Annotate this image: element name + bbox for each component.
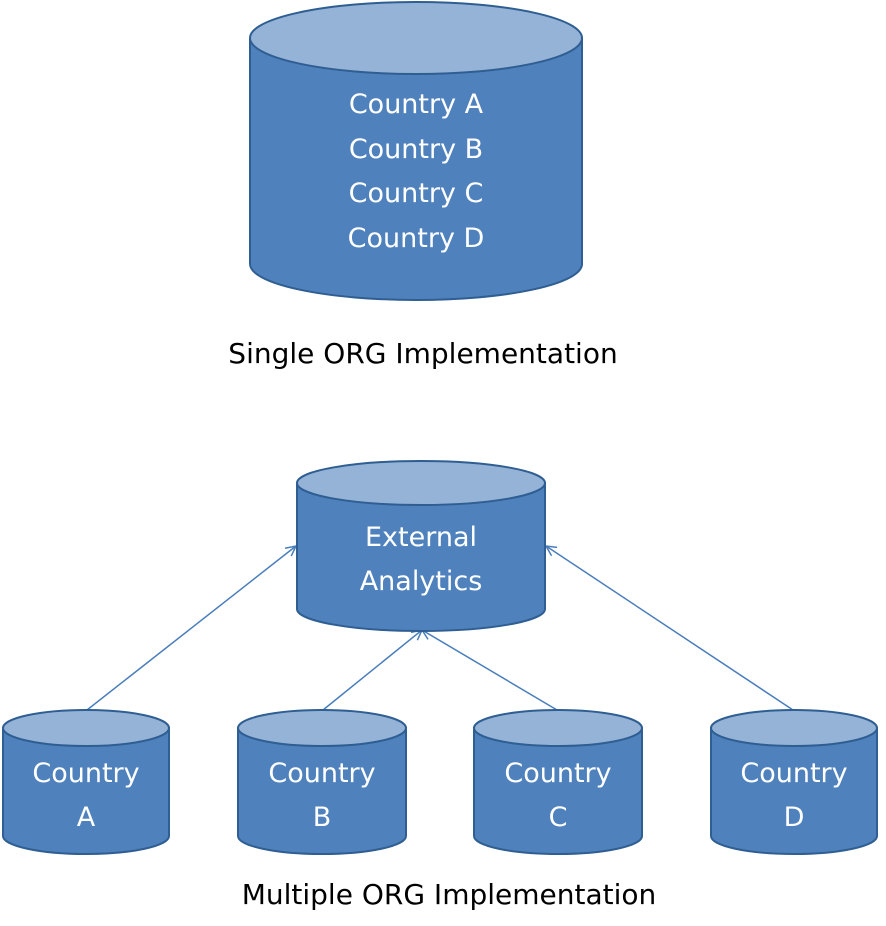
country-a-top [2,709,170,747]
country-a-body [2,727,170,855]
hub-top [296,460,546,506]
country-a-label-line-1: Country [32,758,139,789]
country-c-label-line-1: Country [504,758,611,789]
country-b-top [237,709,407,747]
cylinder-label-country-a: Country A [349,89,484,120]
hub-body [296,482,546,632]
country-c-body [473,727,643,855]
arrow-country-b-to-hub [322,630,422,711]
country-b-cylinder: Country B [237,709,407,855]
country-c-top [473,709,643,747]
external-analytics-cylinder: External Analytics [296,460,546,632]
country-d-label-line-2: D [784,802,805,833]
cylinder-label-country-d: Country D [348,223,485,254]
hub-label-line-2: Analytics [360,566,483,597]
country-a-cylinder: Country A [2,709,170,855]
cylinder-label-country-c: Country C [349,178,484,209]
arrow-country-a-to-hub [86,546,296,711]
single-org-caption: Single ORG Implementation [228,337,617,370]
arrow-country-d-to-hub [546,546,794,711]
country-d-body [710,727,878,855]
country-c-cylinder: Country C [473,709,643,855]
country-b-body [237,727,407,855]
country-d-top [710,709,878,747]
country-d-label-line-1: Country [740,758,847,789]
country-d-cylinder: Country D [710,709,878,855]
arrow-country-c-to-hub [422,630,558,711]
cylinder-top [249,1,583,75]
connector-arrows [86,546,794,711]
hub-label-line-1: External [365,522,477,553]
cylinder-label-country-b: Country B [349,134,483,165]
multiple-org-caption: Multiple ORG Implementation [242,878,657,911]
country-b-label-line-1: Country [268,758,375,789]
single-org-section: Country A Country B Country C Country D … [228,1,618,370]
multiple-org-section: External Analytics Country A Country B C… [2,460,878,911]
country-c-label-line-2: C [549,802,568,833]
cylinder-body [249,37,583,301]
country-a-label-line-2: A [77,802,96,833]
country-b-label-line-2: B [313,802,332,833]
single-org-cylinder: Country A Country B Country C Country D [249,1,583,301]
